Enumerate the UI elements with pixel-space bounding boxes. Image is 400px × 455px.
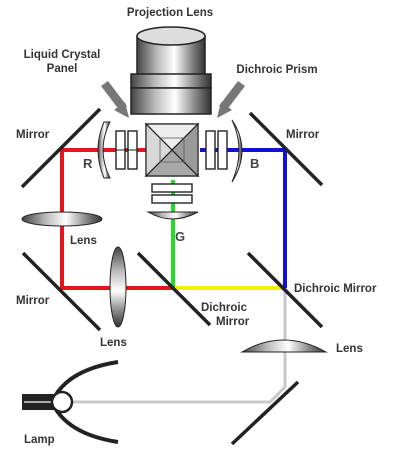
mirrors (20, 107, 324, 446)
label-mirror-top-right: Mirror (286, 129, 320, 141)
dichroic-mirror-right (246, 251, 324, 329)
label-b: B (250, 156, 259, 171)
mirror-bottom-left (21, 251, 102, 332)
label-dichroic-mirror-right: Dichroic Mirror (294, 283, 377, 295)
lens-left (21, 211, 103, 227)
lamp-bulb (50, 390, 74, 414)
lamp (22, 360, 119, 444)
condenser-lens-green (146, 211, 199, 220)
mirror-bottom-right (230, 380, 300, 446)
arrow-dichroic-prism (219, 81, 245, 111)
label-g: G (175, 229, 185, 244)
label-dichroic-prism: Dichroic Prism (236, 64, 317, 76)
label-mirror-top-left: Mirror (16, 129, 50, 141)
label-lens-right: Lens (336, 343, 363, 355)
label-dichroic-mirror-center-line2: Mirror (216, 316, 250, 328)
condenser-lens-red (97, 121, 111, 179)
label-lens-left: Lens (70, 235, 97, 247)
label-mirror-bottom-left: Mirror (16, 295, 50, 307)
white-light-path (62, 288, 287, 404)
condenser-lens-blue (231, 119, 243, 183)
lcd-panel-red (115, 130, 138, 170)
label-lens-lower-left: Lens (100, 337, 127, 349)
label-r: R (83, 156, 93, 171)
dichroic-mirror-center (136, 251, 212, 327)
lcd-panel-green (151, 183, 193, 204)
label-lamp: Lamp (24, 434, 55, 446)
lcd-panel-blue (205, 130, 228, 170)
arrow-lcd-panel (101, 81, 127, 111)
lens-right (240, 339, 328, 353)
lens-lower-left (109, 246, 127, 328)
label-dichroic-mirror-center-line1: Dichroic (201, 302, 248, 314)
labels: Projection Lens Liquid Crystal Panel Dic… (16, 7, 377, 446)
label-projection-lens: Projection Lens (127, 7, 213, 19)
projection-lens (130, 26, 212, 115)
label-liquid-crystal-panel-line2: Panel (47, 63, 78, 75)
arrow-dichroic-prism-head (217, 102, 232, 118)
dichroic-prism (144, 122, 200, 178)
mirror-top-right (248, 111, 324, 187)
pointer-arrows (101, 81, 245, 118)
label-liquid-crystal-panel-line1: Liquid Crystal (24, 49, 101, 61)
arrow-lcd-panel-head (114, 102, 129, 118)
mirror-top-left (20, 107, 102, 189)
blue-light-path (200, 148, 287, 288)
